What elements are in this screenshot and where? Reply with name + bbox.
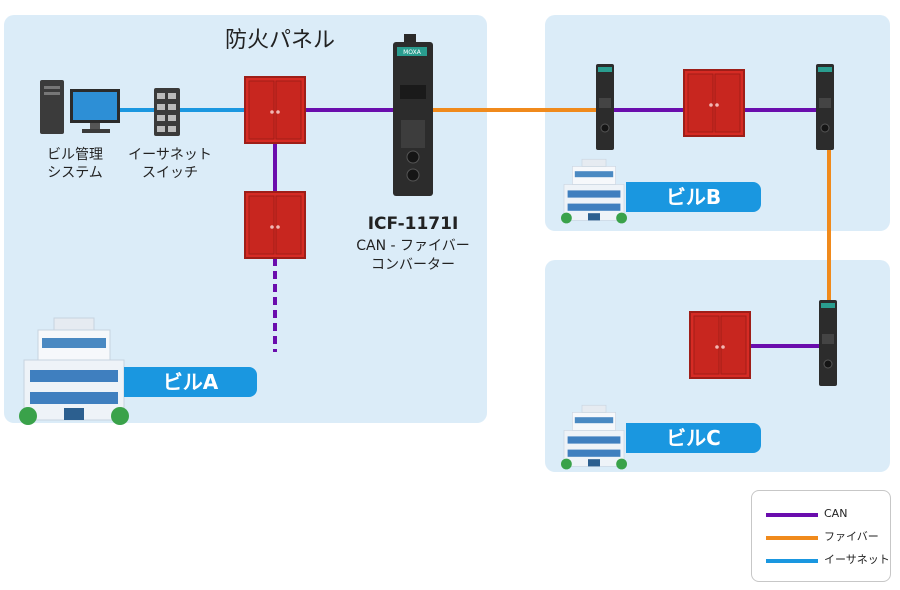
fire-panel-a1 <box>244 76 306 144</box>
building-b-icon <box>560 158 628 224</box>
device-desc-2: コンバーター <box>371 257 455 273</box>
building-a-badge: ビルA <box>124 367 257 397</box>
legend-swatch-fiber <box>766 536 818 540</box>
legend-label-ethernet: イーサネット <box>824 553 890 566</box>
computer-icon <box>40 80 120 134</box>
computer-label-1: ビル管理 <box>47 147 103 163</box>
legend-label-can: CAN <box>824 507 848 520</box>
switch-label-1: イーサネット <box>128 147 212 163</box>
computer-label-2: システム <box>47 165 103 181</box>
building-c-icon <box>560 404 628 470</box>
building-a-icon <box>18 317 130 426</box>
building-c-badge: ビルC <box>626 423 761 453</box>
building-b-badge: ビルB <box>626 182 761 212</box>
device-desc-1: CAN - ファイバー <box>356 238 470 254</box>
converter-c-icon <box>819 300 837 386</box>
legend: CAN ファイバー イーサネット <box>751 490 891 582</box>
panel-title: 防火パネル <box>224 28 335 53</box>
icf-1171i-converter-icon: MOXA <box>393 34 433 196</box>
fire-panel-a2 <box>244 191 306 259</box>
legend-label-fiber: ファイバー <box>824 530 879 543</box>
converter-b-right-icon <box>816 64 834 150</box>
switch-label-2: スイッチ <box>142 165 198 181</box>
fire-panel-c <box>689 311 751 379</box>
device-model: ICF-1171I <box>367 214 459 234</box>
fire-panel-b <box>683 69 745 137</box>
legend-swatch-ethernet <box>766 559 818 563</box>
ethernet-switch-icon <box>154 88 180 136</box>
converter-b-left-icon <box>596 64 614 150</box>
legend-swatch-can <box>766 513 818 517</box>
device-brand-label: MOXA <box>403 49 422 56</box>
